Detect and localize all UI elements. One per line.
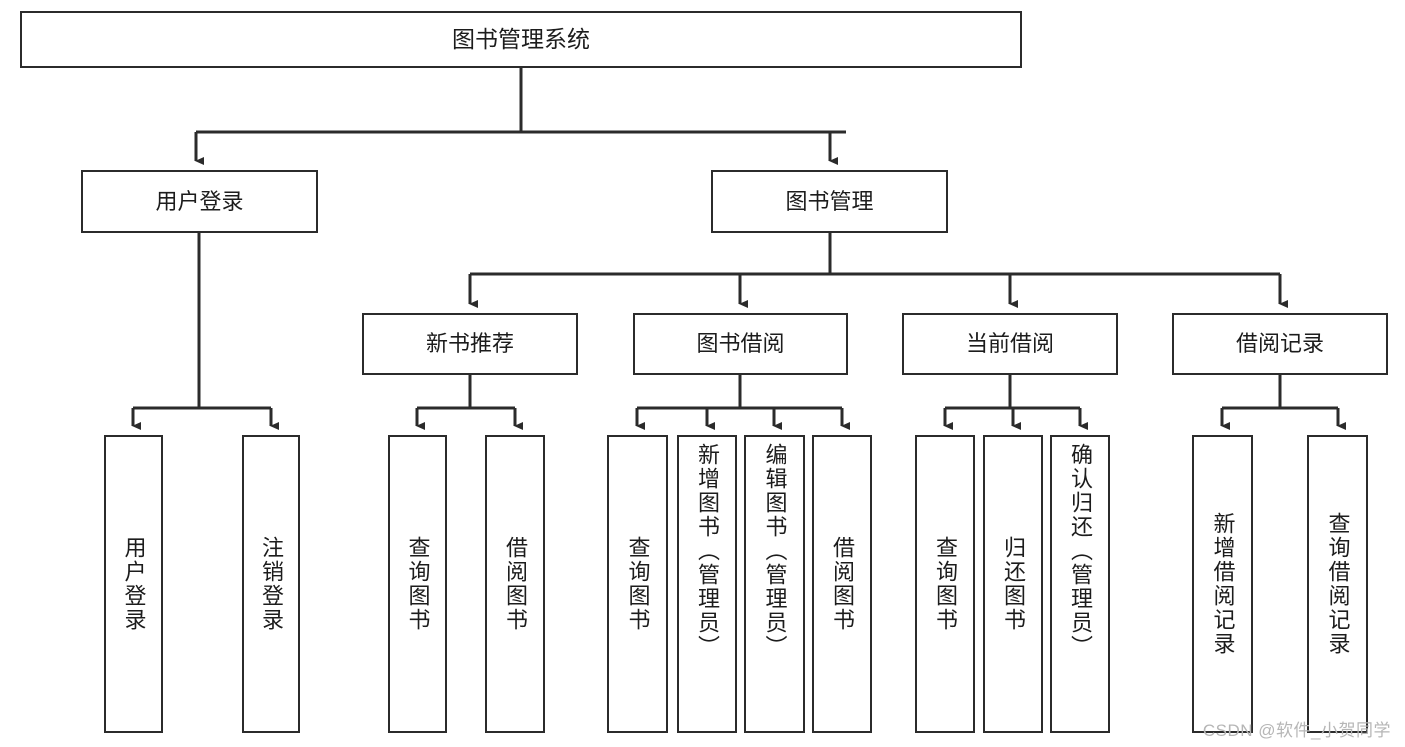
node-leaf-borrow-book-2-label: 借阅图书 bbox=[830, 536, 855, 632]
node-leaf-borrow-book-1[interactable]: 借阅图书 bbox=[485, 435, 545, 733]
node-book-borrow[interactable]: 图书借阅 bbox=[633, 313, 848, 375]
node-leaf-query-borrow-record[interactable]: 查询借阅记录 bbox=[1307, 435, 1368, 733]
node-leaf-query-book-1-label: 查询图书 bbox=[405, 536, 431, 632]
node-leaf-add-borrow-record-label: 新增借阅记录 bbox=[1210, 512, 1236, 656]
node-borrow-record-label: 借阅记录 bbox=[1235, 331, 1324, 357]
node-leaf-logout-login-label: 注销登录 bbox=[259, 536, 284, 632]
node-current-borrow-label: 当前借阅 bbox=[965, 331, 1054, 357]
node-new-book-recommend[interactable]: 新书推荐 bbox=[362, 313, 578, 375]
node-user-login-label: 用户登录 bbox=[155, 188, 244, 214]
watermark-text: CSDN @软件_小贺同学 bbox=[1202, 721, 1391, 740]
node-leaf-borrow-book-2[interactable]: 借阅图书 bbox=[812, 435, 872, 733]
node-leaf-return-book-label: 归还图书 bbox=[1001, 536, 1026, 632]
node-leaf-add-borrow-record[interactable]: 新增借阅记录 bbox=[1192, 435, 1253, 733]
node-root-label: 图书管理系统 bbox=[452, 25, 590, 52]
node-book-manage-label: 图书管理 bbox=[785, 188, 874, 214]
node-root[interactable]: 图书管理系统 bbox=[20, 11, 1022, 68]
node-current-borrow[interactable]: 当前借阅 bbox=[902, 313, 1118, 375]
node-user-login[interactable]: 用户登录 bbox=[81, 170, 318, 233]
node-leaf-query-book-2[interactable]: 查询图书 bbox=[607, 435, 668, 733]
node-leaf-query-book-1[interactable]: 查询图书 bbox=[388, 435, 447, 733]
node-leaf-query-book-3-label: 查询图书 bbox=[933, 536, 958, 632]
node-new-book-recommend-label: 新书推荐 bbox=[425, 331, 514, 357]
node-leaf-add-book-admin[interactable]: 新增图书（管理员） bbox=[677, 435, 737, 733]
node-leaf-add-book-admin-label: 新增图书（管理员） bbox=[695, 443, 720, 659]
node-book-borrow-label: 图书借阅 bbox=[696, 331, 785, 357]
node-leaf-query-book-2-label: 查询图书 bbox=[625, 536, 651, 632]
node-leaf-edit-book-admin-label: 编辑图书（管理员） bbox=[762, 443, 788, 659]
node-borrow-record[interactable]: 借阅记录 bbox=[1172, 313, 1388, 375]
node-leaf-borrow-book-1-label: 借阅图书 bbox=[503, 536, 528, 632]
node-leaf-edit-book-admin[interactable]: 编辑图书（管理员） bbox=[744, 435, 805, 733]
node-leaf-confirm-return-admin[interactable]: 确认归还（管理员） bbox=[1050, 435, 1110, 733]
node-leaf-logout-login[interactable]: 注销登录 bbox=[242, 435, 300, 733]
node-leaf-query-borrow-record-label: 查询借阅记录 bbox=[1325, 512, 1351, 656]
node-leaf-query-book-3[interactable]: 查询图书 bbox=[915, 435, 975, 733]
node-leaf-return-book[interactable]: 归还图书 bbox=[983, 435, 1043, 733]
node-leaf-user-login[interactable]: 用户登录 bbox=[104, 435, 163, 733]
node-leaf-confirm-return-admin-label: 确认归还（管理员） bbox=[1068, 443, 1093, 659]
node-book-manage[interactable]: 图书管理 bbox=[711, 170, 948, 233]
node-leaf-user-login-label: 用户登录 bbox=[121, 536, 147, 632]
